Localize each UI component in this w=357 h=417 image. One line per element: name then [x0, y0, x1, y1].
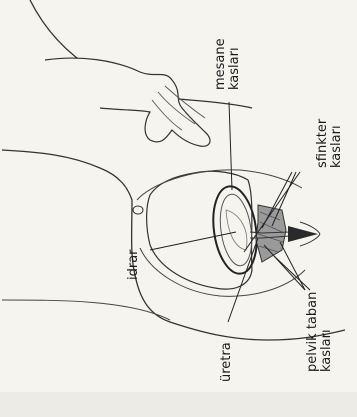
leader-urethra	[228, 238, 258, 322]
pelvis-outer-curve	[137, 170, 302, 200]
scan-edge	[0, 392, 357, 417]
label-sphincter-line1: sfinkter	[316, 119, 330, 168]
label-pelvic-floor-muscles: pelvik taban kasları	[306, 292, 334, 372]
label-bladder-line1: mesane	[214, 38, 228, 90]
label-sphincter-line2: kasları	[330, 119, 344, 168]
urine-fill	[226, 210, 247, 250]
anatomical-mark	[133, 206, 143, 214]
label-pelvic-line1: pelvik taban	[306, 292, 320, 372]
leader-pelvic-a	[264, 245, 305, 290]
label-pelvic-line2: kasları	[320, 292, 334, 372]
hand-outline	[45, 58, 210, 146]
label-bladder-muscles: mesane kasları	[214, 38, 242, 90]
leader-pelvic-c	[274, 256, 310, 290]
label-sphincter-muscles: sfinkter kasları	[316, 119, 344, 168]
bladder-wall	[208, 184, 262, 277]
label-urine: idrar	[127, 249, 141, 280]
leader-bladder-muscles	[229, 102, 232, 190]
label-bladder-line2: kasları	[228, 38, 242, 90]
label-urine-text: idrar	[127, 249, 141, 280]
label-urethra: üretra	[220, 342, 234, 382]
label-urethra-text: üretra	[220, 342, 234, 382]
